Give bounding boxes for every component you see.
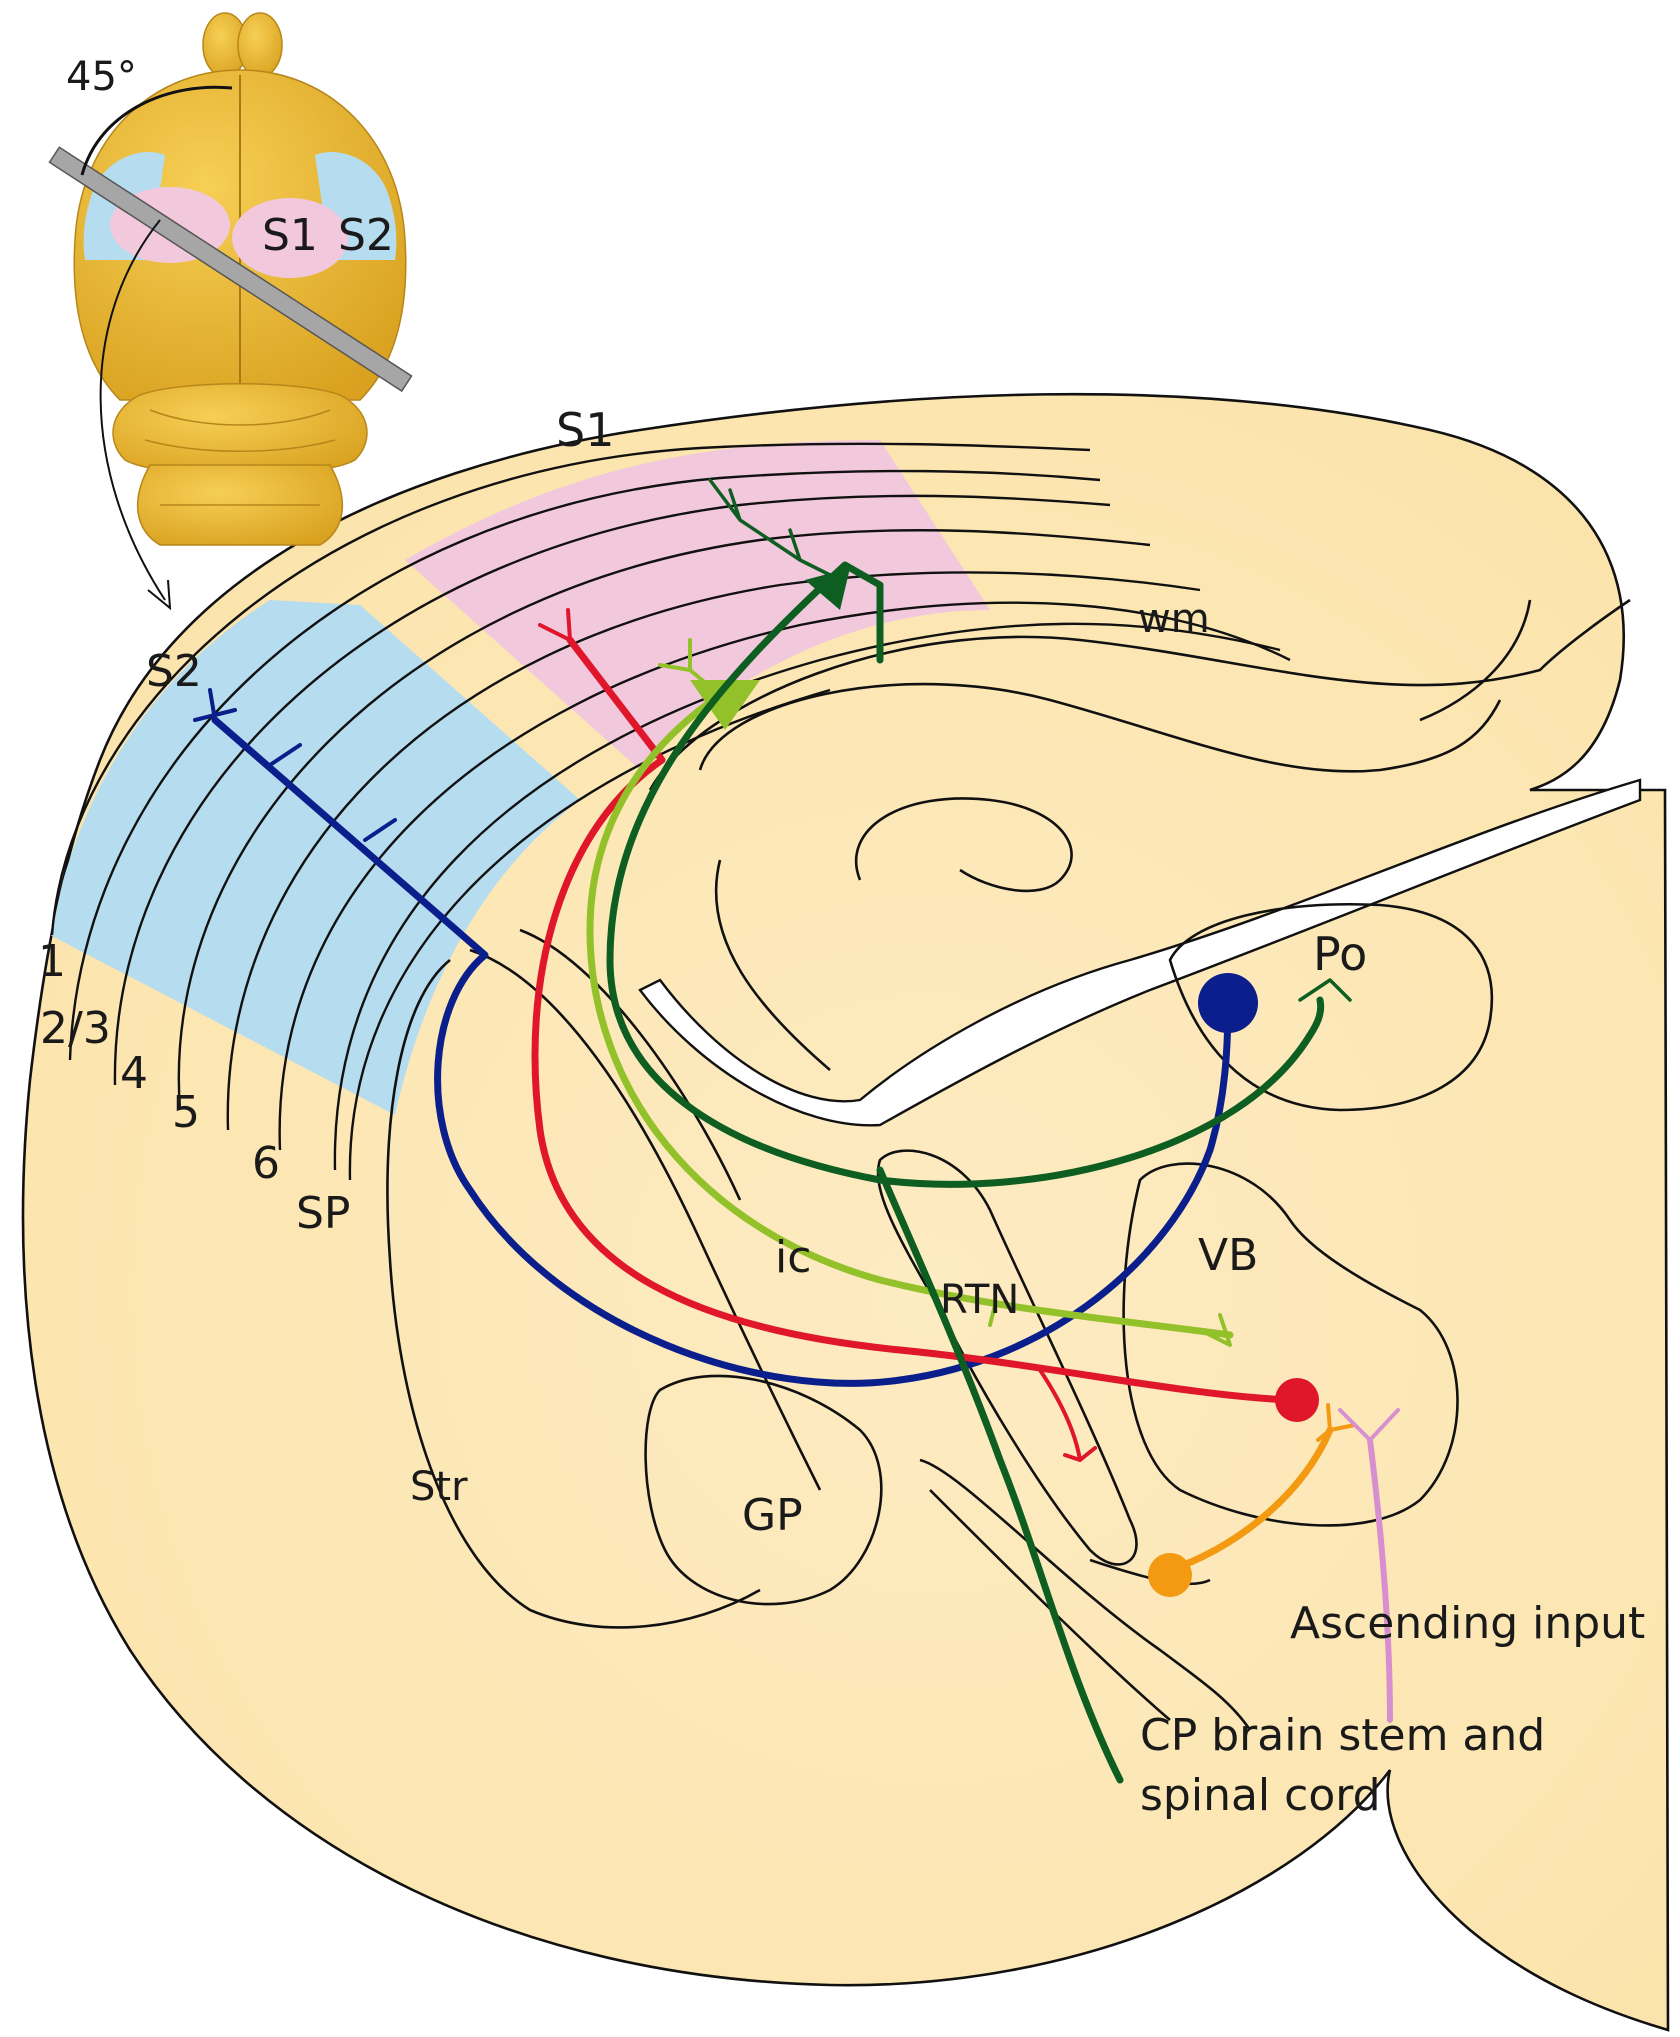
brain-slice (23, 394, 1668, 2030)
label-layer-4: 4 (120, 1048, 148, 1099)
label-cp-line2: spinal cord (1140, 1770, 1381, 1821)
label-ic: ic (775, 1232, 811, 1283)
label-ascending-input: Ascending input (1290, 1598, 1645, 1649)
blue-neuron-soma (1198, 973, 1258, 1033)
label-wm: wm (1138, 596, 1210, 642)
label-layer-1: 1 (38, 936, 66, 987)
label-gp: GP (742, 1490, 803, 1541)
inset-angle-label: 45° (66, 54, 137, 100)
label-s1: S1 (556, 403, 614, 457)
label-layer-sp: SP (296, 1188, 350, 1239)
label-layer-6: 6 (252, 1138, 280, 1189)
label-layer-2-3: 2/3 (40, 1003, 111, 1054)
olfactory-bulb-right (238, 13, 282, 77)
label-vb: VB (1198, 1230, 1258, 1281)
red-neuron-soma (1275, 1378, 1319, 1422)
inset-s1-label: S1 (262, 210, 318, 261)
label-str: Str (410, 1464, 468, 1510)
label-rtn: RTN (940, 1277, 1019, 1323)
label-cp-line1: CP brain stem and (1140, 1710, 1545, 1761)
inset-s2-label: S2 (338, 210, 394, 261)
label-s2: S2 (146, 646, 202, 697)
label-layer-5: 5 (172, 1087, 200, 1138)
label-po: Po (1313, 927, 1367, 981)
cerebellum (113, 384, 367, 475)
